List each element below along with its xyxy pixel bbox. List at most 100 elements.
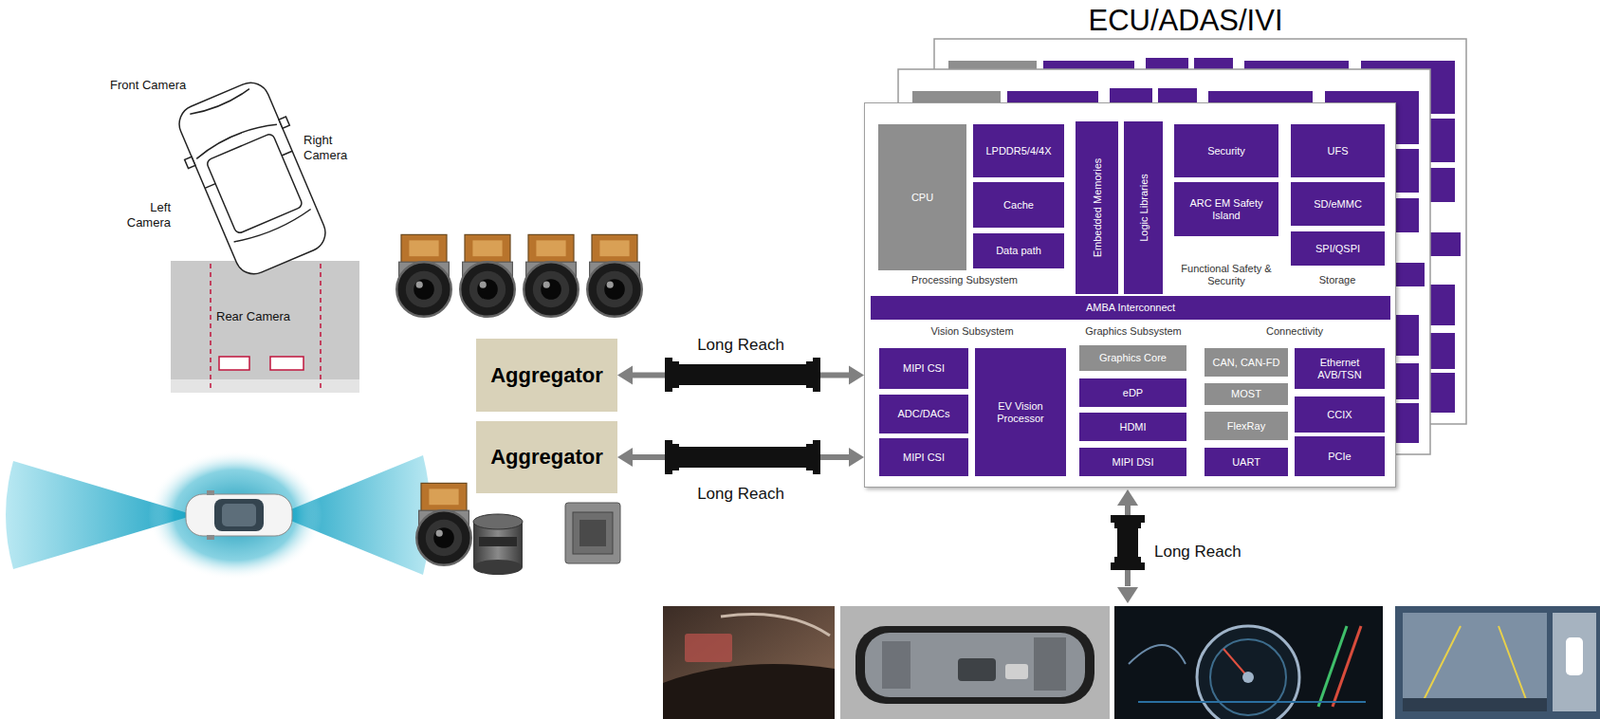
cable: [806, 443, 813, 471]
block-label: MIPI DSI: [1111, 456, 1154, 469]
ip-block-gray: FlexRay: [1204, 411, 1288, 441]
arrow-head: [617, 447, 633, 467]
arrow-head: [848, 447, 865, 467]
block-label: UART: [1232, 456, 1261, 469]
ip-block: ADC/DACs: [879, 394, 969, 434]
part-label: Long Reach: [1154, 542, 1242, 562]
ip-block: EV Vision Processor: [974, 348, 1067, 477]
parking-illustration: [205, 132, 304, 235]
ip-block: Data path: [973, 233, 1065, 269]
sensor-car: [5, 450, 431, 580]
cable: [1117, 528, 1139, 557]
ip-block-vertical: Logic Libraries: [1123, 121, 1163, 295]
block-label: CPU: [911, 191, 934, 204]
ip-block: ARC EM Safety Island: [1174, 182, 1279, 237]
cable: [672, 361, 680, 388]
ip-block: MIPI CSI: [879, 348, 969, 389]
block-label: ADC/DACs: [897, 407, 950, 421]
cable: [679, 446, 807, 468]
camera-module: [459, 234, 515, 316]
radar-sensor: [473, 559, 523, 575]
ip-block: HDMI: [1079, 412, 1187, 442]
cable: [1114, 556, 1141, 563]
parking-display-photo: [1402, 698, 1547, 712]
block-label: HDMI: [1119, 421, 1146, 434]
sensor-car: [206, 534, 215, 540]
subsystem-heading: Functional Safety & Security: [1169, 262, 1284, 288]
camera-module: [396, 234, 452, 316]
cable: [806, 361, 813, 388]
cable: [664, 440, 673, 475]
parking-illustration: [209, 263, 212, 389]
aggregator-label: Aggregator: [490, 444, 604, 469]
ecu-panel: Processing Subsystem Functional Safety & …: [864, 102, 1397, 488]
sensor-car: [206, 490, 215, 496]
ip-block: UFS: [1290, 124, 1385, 178]
ip-block: SD/eMMC: [1290, 182, 1385, 226]
parking-illustration: [165, 73, 338, 283]
parking-display-photo: [1422, 625, 1527, 702]
cable: [664, 357, 821, 392]
aggregator-box: Aggregator: [476, 421, 618, 494]
double-arrow: [1117, 587, 1139, 604]
parking-illustration: [234, 209, 313, 247]
parking-illustration: [270, 356, 304, 370]
display-photo: [662, 606, 835, 719]
cable: [1114, 522, 1141, 529]
aggregator-label: Aggregator: [490, 363, 604, 387]
lidar-sensor: [565, 502, 621, 564]
radar-sensor: [473, 514, 523, 530]
lidar-sensor: [572, 512, 613, 554]
cable: [812, 357, 821, 392]
camera-module: [523, 234, 579, 316]
block-label: FlexRay: [1227, 420, 1266, 433]
ip-block-gray: MOST: [1204, 383, 1288, 405]
lidar-sensor: [579, 519, 607, 547]
block-label: Data path: [995, 244, 1042, 258]
mirror-display-photo: [855, 625, 1095, 704]
ip-block: PCIe: [1294, 436, 1385, 477]
subsystem-heading: Connectivity: [1232, 325, 1357, 338]
diagram-title: ECU/ADAS/IVI: [1024, 3, 1347, 38]
ip-block: SPI/QSPI: [1290, 231, 1385, 266]
subsystem-heading: Storage: [1294, 274, 1380, 287]
double-arrow: [1117, 489, 1139, 506]
cable: [664, 440, 821, 475]
ip-block: eDP: [1079, 378, 1187, 407]
part-label: Rear Camera: [216, 309, 291, 325]
part-label: Right Camera: [303, 132, 363, 164]
mirror-display-photo: [840, 606, 1110, 719]
sensor-car: [147, 450, 323, 580]
ip-block: MIPI CSI: [879, 438, 969, 477]
ip-block: Ethernet AVB/TSN: [1294, 348, 1385, 389]
part-label: Front Camera: [110, 77, 186, 93]
block-label: EV Vision Processor: [977, 400, 1064, 424]
ip-block: Cache: [973, 182, 1065, 228]
block-label: Logic Libraries: [1137, 125, 1150, 291]
block-label: PCIe: [1327, 450, 1351, 463]
cluster-display-photo: [1332, 625, 1361, 707]
ip-block: UART: [1204, 447, 1288, 477]
cluster-display-photo: [1138, 700, 1366, 703]
ip-block: Security: [1174, 124, 1279, 178]
parking-illustration: [204, 183, 216, 189]
cable: [1110, 514, 1145, 571]
parking-illustration: [170, 379, 360, 393]
block-label: UFS: [1327, 145, 1349, 158]
parking-illustration: [184, 156, 196, 168]
cable: [672, 443, 680, 471]
block-label: SD/eMMC: [1313, 198, 1362, 211]
cluster-display-photo: [1318, 625, 1347, 707]
sensor-car: [221, 503, 257, 527]
ip-block-gray: CPU: [878, 124, 967, 271]
block-label: MOST: [1231, 387, 1262, 401]
block-label: MIPI CSI: [902, 362, 945, 375]
block-label: Security: [1207, 145, 1246, 158]
parking-display-photo: [1395, 606, 1600, 719]
subsystem-heading: Processing Subsystem: [879, 274, 1050, 287]
parking-illustration: [319, 263, 322, 389]
block-label: CCIX: [1326, 408, 1352, 422]
ip-block-vertical: Embedded Memories: [1075, 121, 1119, 295]
edge-label: Long Reach: [695, 335, 787, 355]
